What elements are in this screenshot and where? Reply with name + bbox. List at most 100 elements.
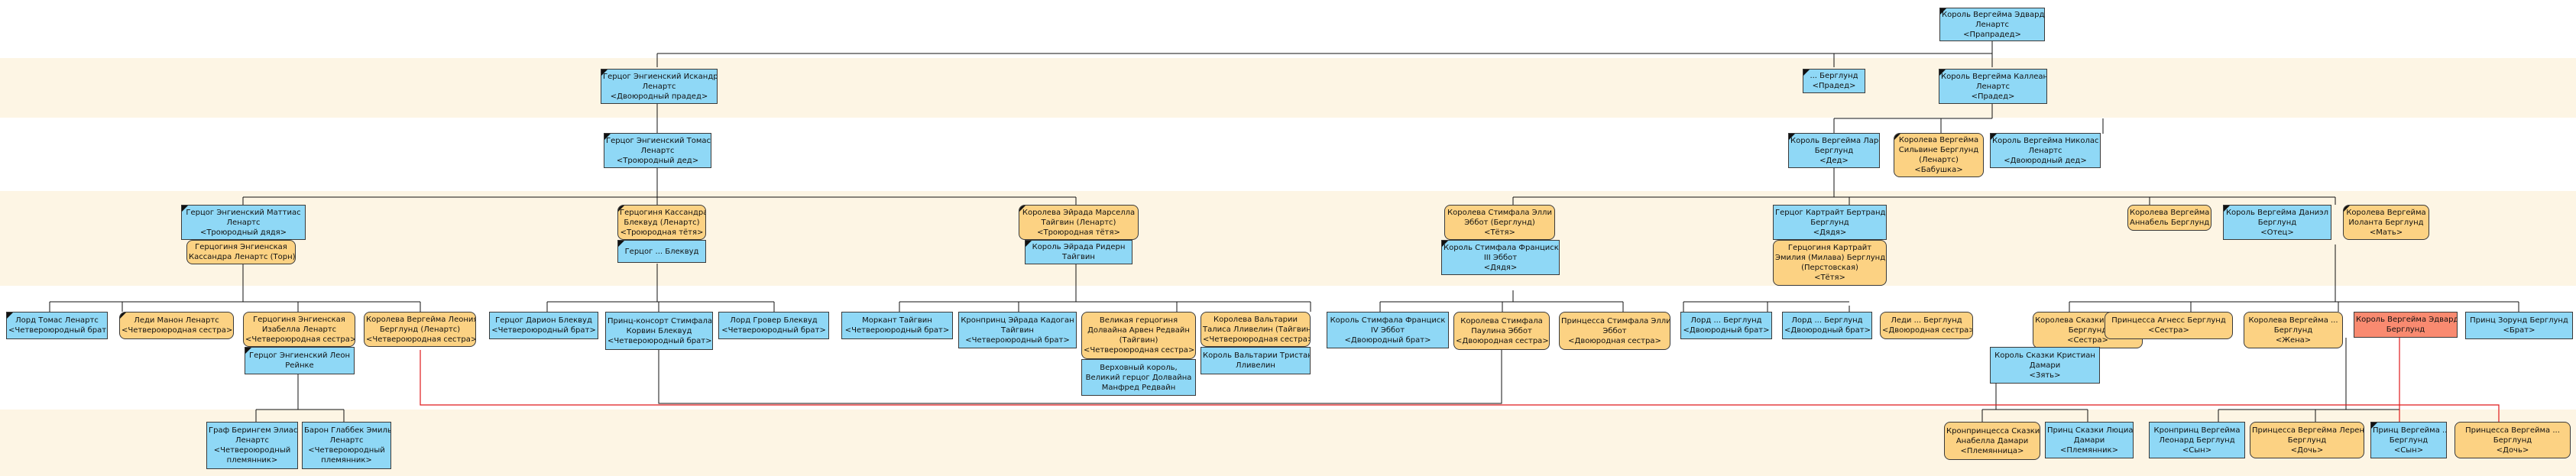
- node-grover-blekvud[interactable]: Лорд Гровер Блеквуд<Четвероюродный брат>: [718, 312, 829, 339]
- person-label-line: племянник>: [226, 456, 278, 465]
- person-label-line: (Перстовская): [1801, 264, 1858, 272]
- expand-marker-icon[interactable]: [7, 312, 13, 319]
- person-label-line: Эббот: [1602, 326, 1627, 335]
- expand-marker-icon[interactable]: [1442, 241, 1448, 247]
- person-label-line: <Сын>: [2393, 445, 2424, 455]
- expand-marker-icon[interactable]: [1789, 134, 1795, 140]
- expand-marker-icon[interactable]: [618, 241, 624, 247]
- expand-marker-icon[interactable]: [601, 70, 608, 76]
- person-label-line: Принц Вергейма ...: [2373, 426, 2447, 435]
- person-label-line: <Двоюродный дед>: [2004, 156, 2087, 165]
- expand-marker-icon[interactable]: [120, 312, 126, 319]
- node-lady-berglund[interactable]: Леди ... Берглунд<Двоюродная сестра>: [1880, 312, 1973, 339]
- person-label-line: <Зять>: [2029, 371, 2061, 380]
- node-zorund-berglund[interactable]: Принц Зорунд Берглунд<Брат>: [2465, 312, 2573, 339]
- expand-marker-icon[interactable]: [2224, 206, 2230, 212]
- person-label-line: <Троюродная тётя>: [1037, 228, 1120, 237]
- node-unknown-berglund[interactable]: ... Берглунд<Прадед>: [1803, 69, 1865, 93]
- person-label-line: Берглунд: [2287, 436, 2327, 445]
- expand-marker-icon[interactable]: [1991, 134, 1997, 140]
- person-label-line: <Племянник>: [2060, 445, 2118, 455]
- node-wife-berglund[interactable]: Королева Вергейма ...Берглунд<Жена>: [2244, 312, 2343, 348]
- node-princess-berglund[interactable]: Принцесса Вергейма ...Берглунд<Дочь>: [2454, 422, 2571, 458]
- node-unknown-blekvud[interactable]: Герцог ... Блеквуд: [617, 240, 706, 263]
- expand-marker-icon[interactable]: [2344, 206, 2350, 212]
- node-darion-blekvud[interactable]: Герцог Дарион Блеквуд<Четвероюродный бра…: [489, 312, 598, 339]
- person-label-line: Моркант Тайгвин: [862, 316, 932, 325]
- expand-marker-icon[interactable]: [2371, 423, 2377, 429]
- node-manon-lenarts[interactable]: Леди Манон Ленартс<Четвероюродная сестра…: [119, 312, 234, 339]
- node-lord-berglund-2[interactable]: Лорд ... Берглунд<Двоюродный брат>: [1782, 312, 1872, 339]
- person-label-line: Ленартс: [1975, 82, 2010, 91]
- person-label-line: Королева Сказки Изольда: [2035, 316, 2140, 325]
- node-lord-tomas-lenarts[interactable]: Лорд Томас Ленартс<Четвероюродный брат>: [6, 312, 108, 339]
- person-label-line: Блеквуд (Ленартс): [624, 218, 700, 227]
- person-label-line: <Жена>: [2275, 335, 2312, 345]
- expand-marker-icon[interactable]: [604, 134, 611, 140]
- node-manfred-redvain[interactable]: Верховный король,Великий герцог Долвайна…: [1081, 359, 1196, 396]
- expand-marker-icon[interactable]: [1026, 241, 1032, 247]
- person-label-line: <Дочь>: [2496, 445, 2529, 455]
- person-label-line: Королева Стимфала Элли: [1447, 208, 1552, 217]
- node-lord-berglund[interactable]: Лорд ... Берглунд<Двоюродный брат>: [1680, 312, 1772, 339]
- expand-marker-icon[interactable]: [1803, 70, 1810, 76]
- node-prince-berglund[interactable]: Принц Вергейма ...Берглунд<Сын>: [2370, 422, 2447, 458]
- person-label-line: <Двоюродный брат>: [1344, 335, 1431, 345]
- expand-marker-icon[interactable]: [1019, 206, 1026, 212]
- person-label-line: Леди ... Берглунд: [1891, 316, 1962, 325]
- node-agness-berglund[interactable]: Принцесса Агнесс Берглунд<Сестра>: [2105, 312, 2233, 339]
- person-label-line: Герцогиня Энгиенская: [253, 315, 345, 324]
- node-morkant-taigvin[interactable]: Моркант Тайгвин<Четвероюродный брат>: [841, 312, 953, 339]
- person-label-line: <Дядя>: [1813, 228, 1847, 237]
- expand-marker-icon[interactable]: [1940, 8, 1946, 15]
- expand-marker-icon[interactable]: [618, 206, 624, 212]
- expand-marker-icon[interactable]: [245, 348, 251, 354]
- expand-marker-icon[interactable]: [182, 206, 188, 212]
- person-label-line: Лорд Томас Ленартс: [15, 316, 99, 325]
- expand-marker-icon[interactable]: [1939, 70, 1946, 76]
- person-label-line: Ленартс: [640, 146, 675, 155]
- person-label-line: <Племянница>: [1960, 446, 2024, 455]
- expand-marker-icon[interactable]: [1894, 134, 1900, 140]
- person-label-line: Берглунд (Ленартс): [379, 325, 461, 334]
- person-label-line: <Троюродный дядя>: [199, 228, 287, 237]
